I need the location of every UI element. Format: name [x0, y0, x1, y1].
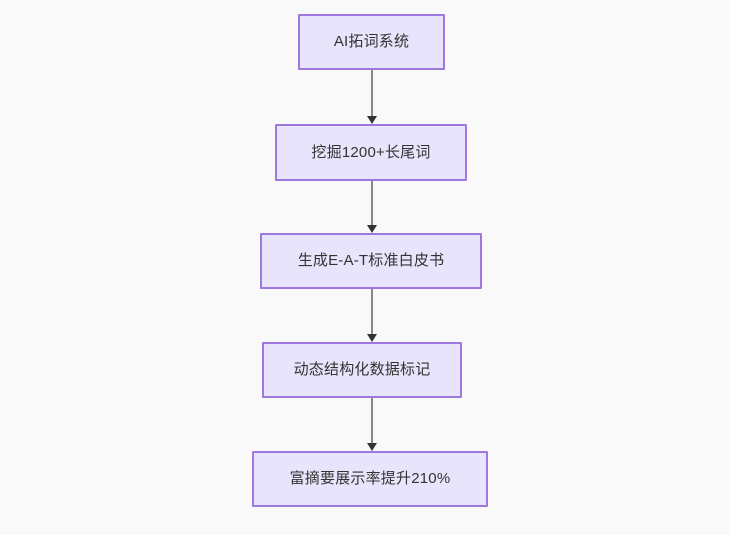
edge-line	[371, 289, 373, 335]
flow-node-label: 挖掘1200+长尾词	[311, 143, 431, 161]
flow-node-generate-eat-whitepaper[interactable]: 生成E-A-T标准白皮书	[260, 233, 482, 289]
arrow-down-icon	[367, 116, 377, 124]
edge-line	[371, 398, 373, 444]
flow-node-label: AI拓词系统	[333, 33, 410, 50]
flow-node-label: 动态结构化数据标记	[293, 361, 431, 378]
arrow-down-icon	[367, 225, 377, 233]
flow-node-label: 富摘要展示率提升210%	[289, 470, 451, 487]
edge-line	[371, 181, 373, 226]
flow-node-rich-snippet-impression-lift[interactable]: 富摘要展示率提升210%	[252, 451, 488, 507]
flow-node-dynamic-structured-data-markup[interactable]: 动态结构化数据标记	[262, 342, 462, 398]
flow-node-ai-keyword-system[interactable]: AI拓词系统	[298, 14, 445, 70]
edge-line	[371, 70, 373, 117]
flow-node-label: 生成E-A-T标准白皮书	[297, 252, 445, 269]
flow-node-mine-longtail-keywords[interactable]: 挖掘1200+长尾词	[275, 124, 467, 181]
arrow-down-icon	[367, 443, 377, 451]
arrow-down-icon	[367, 334, 377, 342]
